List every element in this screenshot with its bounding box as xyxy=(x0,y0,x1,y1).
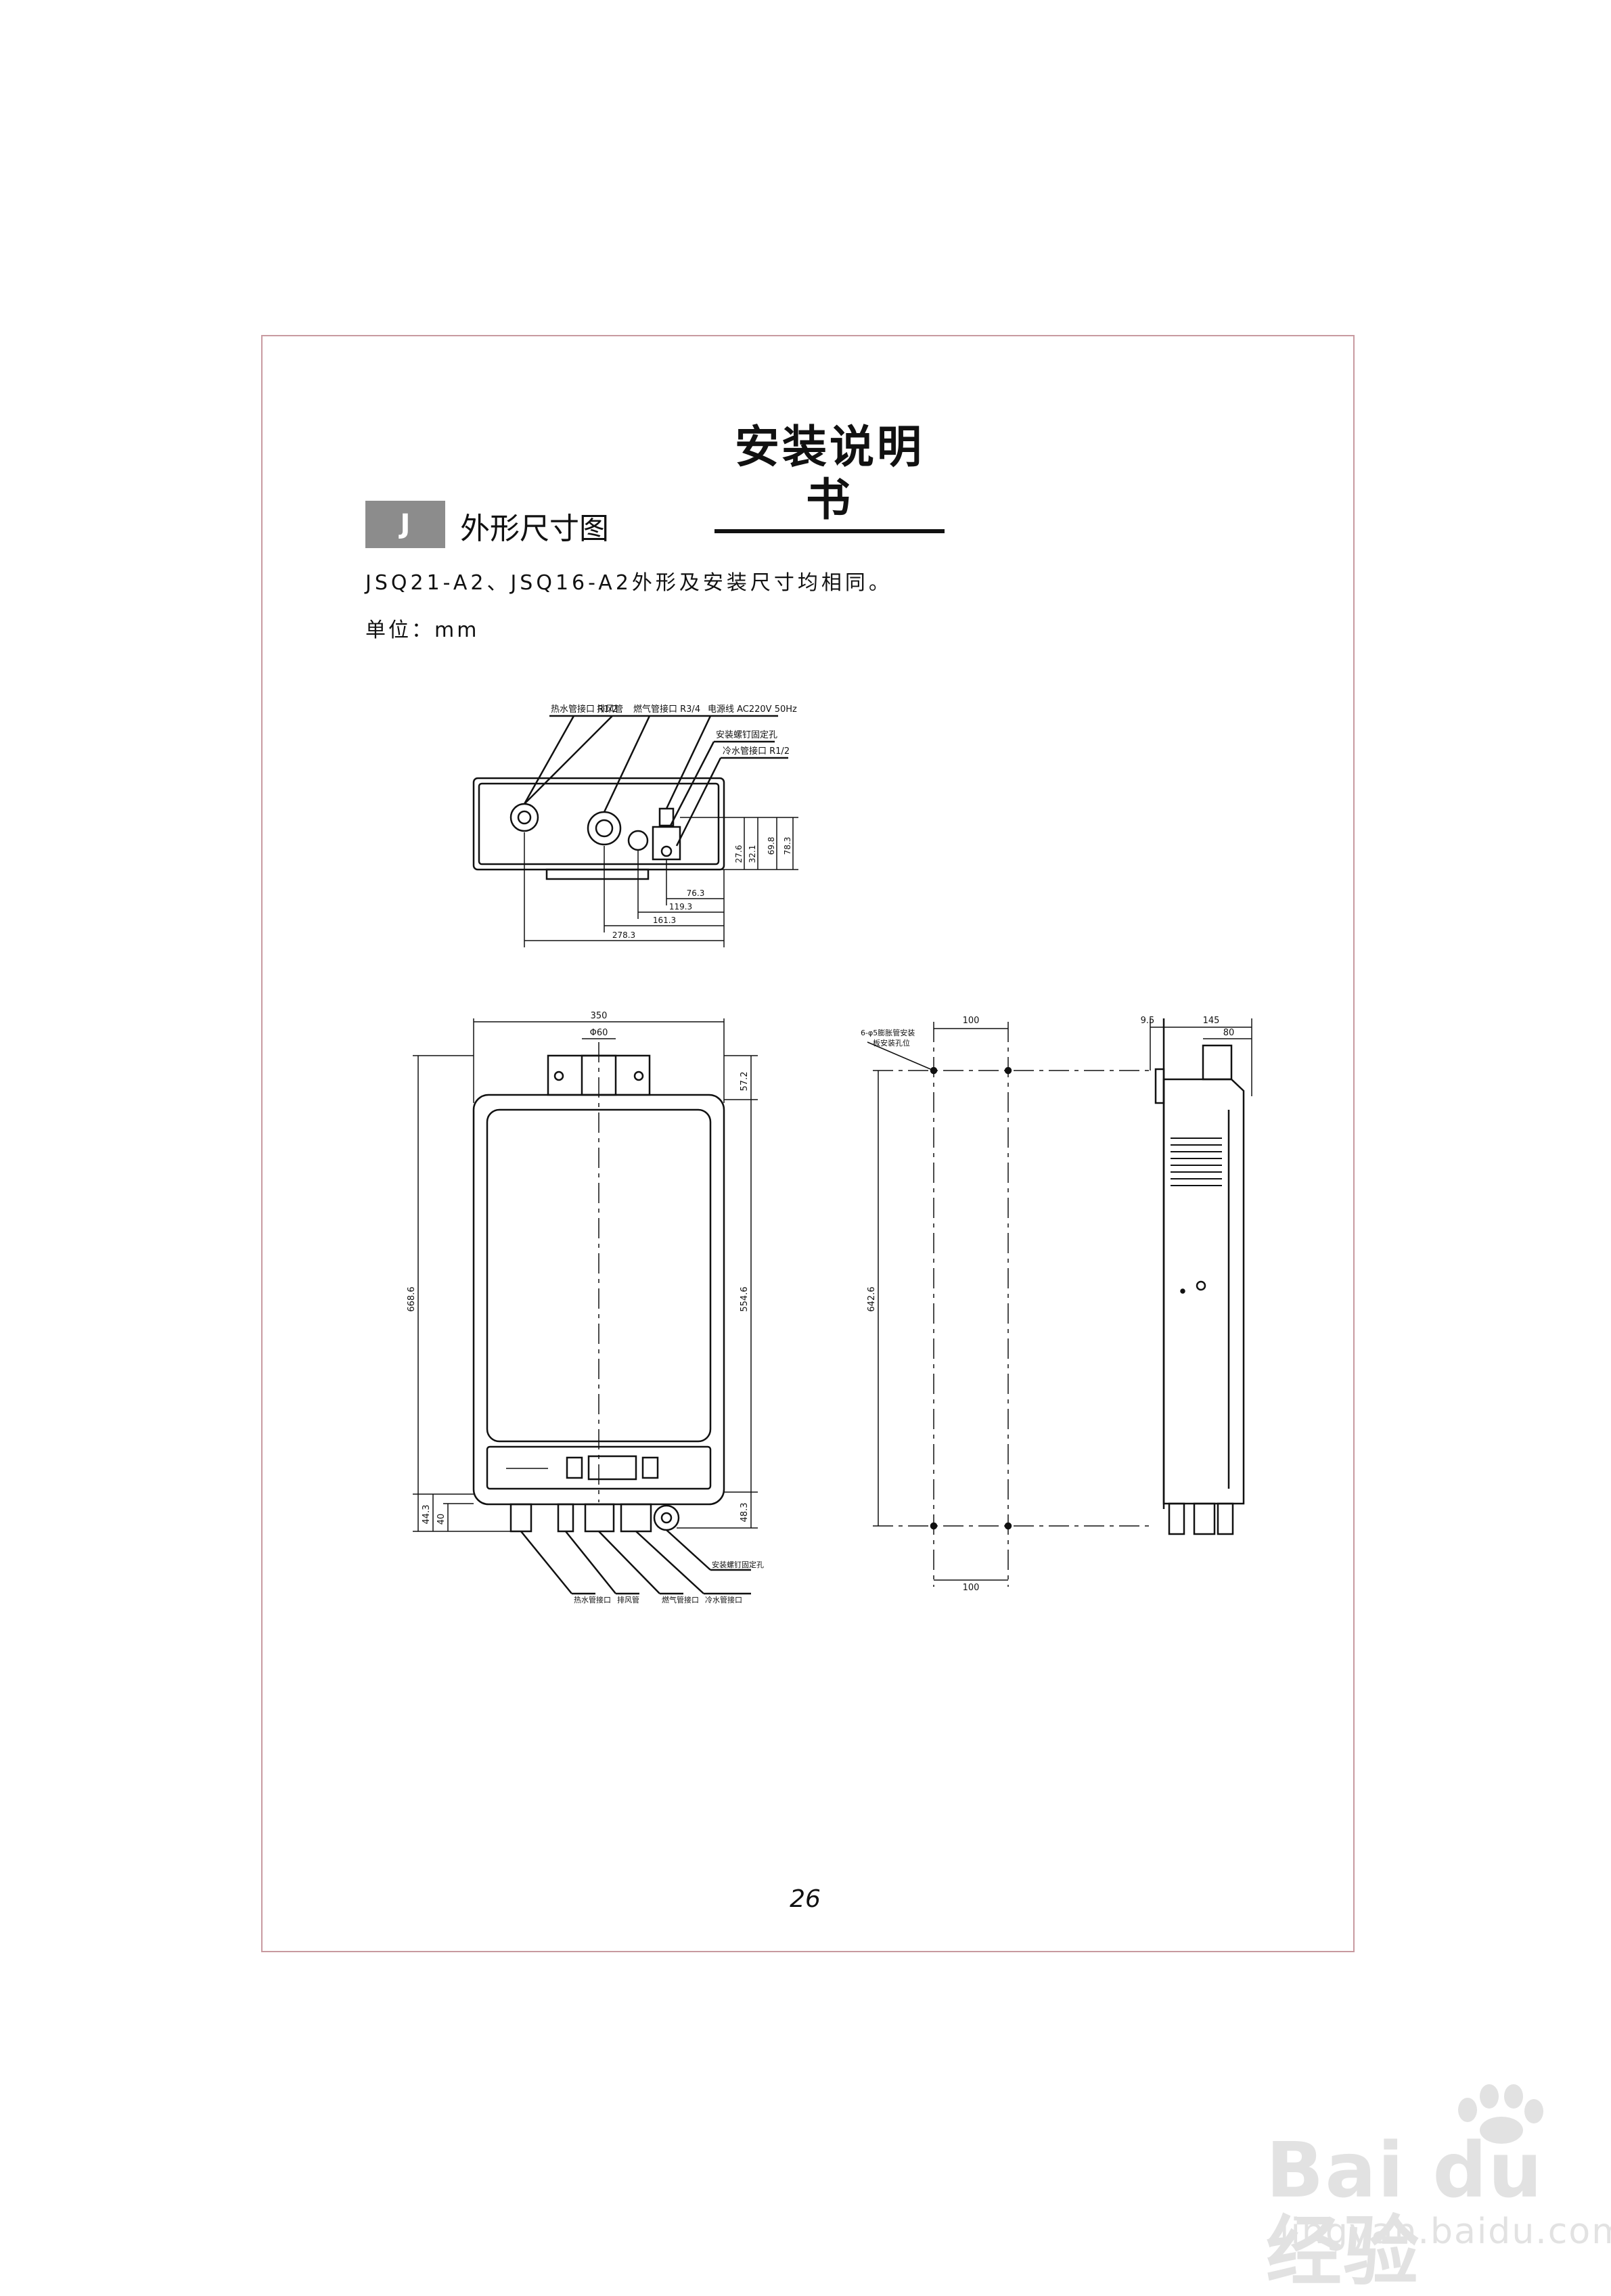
side-view xyxy=(1150,1018,1252,1535)
dim-mount-bottom-100: 100 xyxy=(963,1583,980,1593)
watermark: Bai du 经验 jingyan.baidu.com xyxy=(1205,2083,1611,2293)
watermark-url: jingyan.baidu.com xyxy=(1279,2211,1611,2252)
dim-57-2: 57.2 xyxy=(740,1072,750,1091)
dim-width-350: 350 xyxy=(591,1011,608,1021)
callout-front-flue: 排风管 xyxy=(617,1595,639,1604)
page-title: 安装说明书 xyxy=(714,421,945,533)
dim-78-3: 78.3 xyxy=(783,837,792,855)
page-frame xyxy=(261,335,1355,1952)
callout-screw-hole: 安装螺钉固定孔 xyxy=(716,730,777,740)
dim-mount-top-100: 100 xyxy=(963,1016,980,1026)
dim-40: 40 xyxy=(436,1514,447,1525)
dim-119-3: 119.3 xyxy=(669,902,692,911)
dim-32-1: 32.1 xyxy=(748,845,757,863)
front-view xyxy=(413,1018,758,1595)
callout-front-cold-water: 冷水管接口 xyxy=(705,1595,742,1604)
dim-flue-60: Φ60 xyxy=(590,1028,608,1038)
dim-mount-642-6: 642.6 xyxy=(867,1286,877,1311)
callout-flue: 排风管 xyxy=(597,704,623,715)
dim-554-6: 554.6 xyxy=(740,1286,750,1311)
dim-side-9-5: 9.5 xyxy=(1141,1016,1155,1026)
callout-front-gas: 燃气管接口 xyxy=(662,1595,699,1604)
dim-height-668-6: 668.6 xyxy=(407,1286,417,1311)
dim-27-6: 27.6 xyxy=(734,845,744,863)
callout-front-screw-hole: 安装螺钉固定孔 xyxy=(712,1560,764,1569)
mount-note-1: 6-φ5膨胀管安装 xyxy=(861,1028,915,1037)
mount-note-2: 板安装孔位 xyxy=(873,1038,910,1048)
mount-view xyxy=(867,1022,1150,1587)
dim-76-3: 76.3 xyxy=(687,888,705,898)
callout-cold-water: 冷水管接口 R1/2 xyxy=(723,746,790,757)
callout-gas: 燃气管接口 R3/4 xyxy=(633,704,700,715)
dim-48-3: 48.3 xyxy=(740,1503,750,1523)
dim-278-3: 278.3 xyxy=(612,930,635,940)
dim-side-80: 80 xyxy=(1223,1028,1235,1038)
section-badge: J xyxy=(365,501,445,548)
model-note: JSQ21-A2、JSQ16-A2外形及安装尺寸均相同。 xyxy=(365,571,892,595)
callout-hot-water: 热水管接口 R1/2 xyxy=(551,704,618,715)
paw-icon xyxy=(1458,2084,1543,2144)
top-view xyxy=(472,715,798,947)
section-heading: 外形尺寸图 xyxy=(460,512,609,546)
dim-44-3: 44.3 xyxy=(422,1505,432,1525)
dim-side-145: 145 xyxy=(1203,1016,1220,1026)
callout-front-hot-water: 热水管接口 xyxy=(574,1595,611,1604)
dim-161-3: 161.3 xyxy=(653,916,676,925)
dim-69-8: 69.8 xyxy=(767,837,776,855)
callout-power: 电源线 AC220V 50Hz xyxy=(708,704,797,715)
unit-note: 单位：mm xyxy=(365,618,480,642)
page-number: 26 xyxy=(790,1885,821,1913)
